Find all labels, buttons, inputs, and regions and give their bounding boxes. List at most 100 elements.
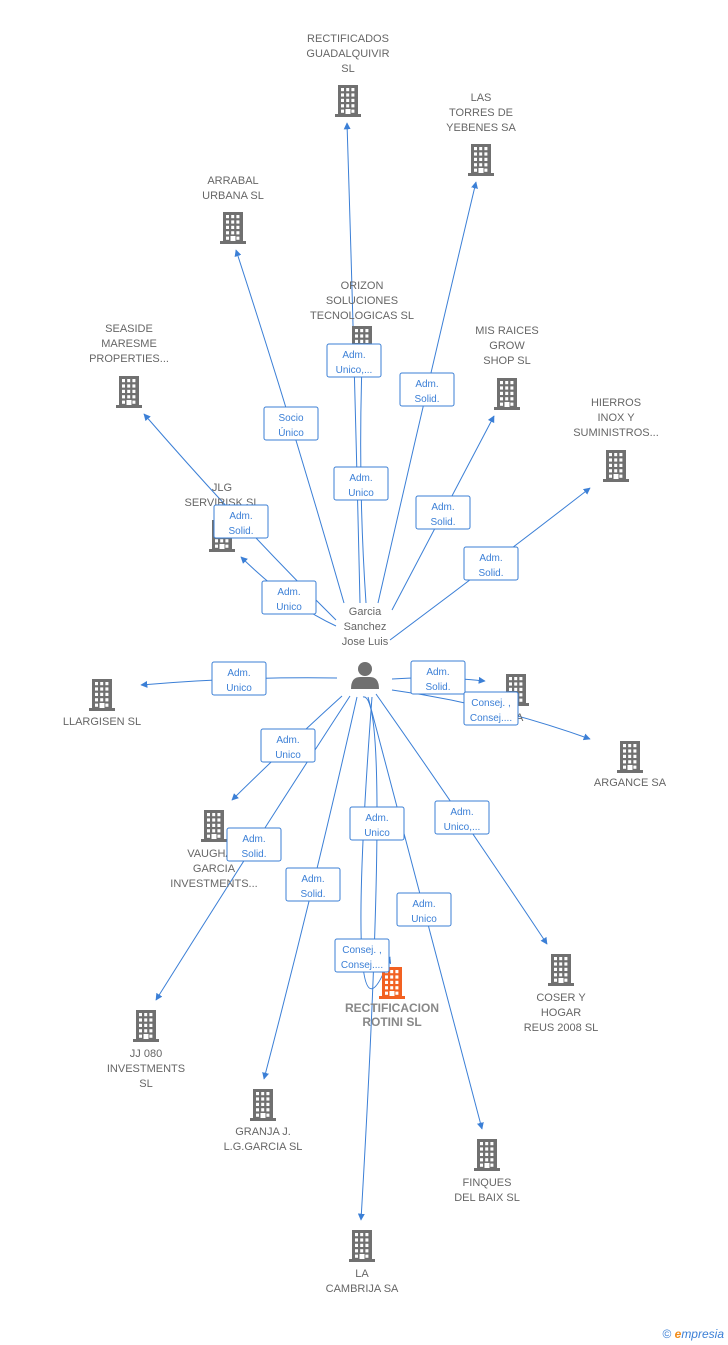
company-building-icon-n1[interactable] xyxy=(335,85,361,117)
relation-text-line: Adm. xyxy=(342,350,365,361)
relation-text: Adm. Unico,... xyxy=(336,350,373,376)
relation-text-line: Adm. xyxy=(227,668,250,679)
relation-text-line: Solid. xyxy=(300,889,325,900)
company-label-n2-line: LAS xyxy=(471,92,492,104)
company-label-n4-line: TECNOLOGICAS SL xyxy=(310,310,414,322)
relation-text-line: Solid. xyxy=(478,568,503,579)
company-label-n6-line: SEASIDE xyxy=(105,323,153,335)
relation-text-line: Adm. xyxy=(229,511,252,522)
company-label-n15-line: SL xyxy=(139,1078,152,1090)
relation-label-n5[interactable]: Adm.Solid. xyxy=(415,495,471,530)
relation-label-n10[interactable]: Adm.Solid. xyxy=(410,660,466,695)
relation-box xyxy=(399,372,455,407)
company-building-icon-n6[interactable] xyxy=(116,376,142,408)
person-name-line: Garcia xyxy=(349,606,382,618)
relation-label-n13[interactable]: Consej. ,Consej.... xyxy=(334,938,390,973)
copyright-icon: © xyxy=(662,1327,672,1341)
company-building-icon-n14[interactable] xyxy=(548,954,574,986)
relation-text: Adm.Solid. xyxy=(241,834,266,860)
company-label-n3-line: URBANA SL xyxy=(202,190,264,202)
relation-label-n9[interactable]: Adm.Unico xyxy=(211,661,267,696)
relation-text-line: Unico xyxy=(411,914,437,925)
relation-label-n7[interactable]: Adm.Solid. xyxy=(463,546,519,581)
relation-label-n16[interactable]: Adm. Solid. xyxy=(285,867,341,902)
company-label-n1-line: GUADALQUIVIR xyxy=(306,48,389,60)
company-building-icon-n15[interactable] xyxy=(133,1010,159,1042)
company-building-icon-n16[interactable] xyxy=(250,1089,276,1121)
company-building-icon-n3[interactable] xyxy=(220,212,246,244)
relation-text-line: Adm. xyxy=(242,834,265,845)
company-building-icon-n7[interactable] xyxy=(603,450,629,482)
relation-label-n1[interactable]: Adm. Unico,... xyxy=(326,343,382,378)
relation-box xyxy=(410,660,466,695)
relation-text-line: Adm. xyxy=(426,667,449,678)
relation-label-n2[interactable]: Adm.Solid. xyxy=(399,372,455,407)
relation-text-line: Unico,... xyxy=(336,365,373,376)
relation-label-n6[interactable]: Adm.Solid. xyxy=(213,504,269,539)
company-label-n5-line: GROW xyxy=(489,340,525,352)
company-building-icon-n18[interactable] xyxy=(349,1230,375,1262)
relation-text: Adm.Solid. xyxy=(478,553,503,579)
company-building-icon-n9[interactable] xyxy=(89,679,115,711)
relation-text-line: Adm. xyxy=(301,874,324,885)
company-building-icon-n17[interactable] xyxy=(474,1139,500,1171)
relation-label-n17[interactable]: Adm.Unico xyxy=(396,892,452,927)
relation-label-n15[interactable]: Adm.Solid. xyxy=(226,827,282,862)
company-label-n6-line: PROPERTIES... xyxy=(89,353,169,365)
relation-box xyxy=(415,495,471,530)
relation-box xyxy=(226,827,282,862)
relation-label-n12[interactable]: Adm.Unico xyxy=(260,728,316,763)
relation-text: Adm.Unico xyxy=(226,668,252,694)
company-label-n2-line: TORRES DE xyxy=(449,107,513,119)
relation-text-line: Solid. xyxy=(430,517,455,528)
company-label-n3-line: ARRABAL xyxy=(207,175,258,187)
relation-text-line: Unico xyxy=(275,750,301,761)
company-building-icon-n11[interactable] xyxy=(617,741,643,773)
relation-box xyxy=(463,546,519,581)
company-label-n8-line: JLG xyxy=(212,482,232,494)
relation-box xyxy=(333,466,389,501)
relation-text: Adm.Unico xyxy=(348,473,374,499)
company-label-n5-line: MIS RAICES xyxy=(475,325,539,337)
company-building-icon-n12[interactable] xyxy=(201,810,227,842)
company-label-n16: GRANJA J.L.G.GARCIA SL xyxy=(224,1126,303,1153)
relation-text: Consej. ,Consej.... xyxy=(341,945,383,971)
brand-footer[interactable]: © empresia xyxy=(662,1327,724,1341)
company-label-n12-line: INVESTMENTS... xyxy=(170,878,257,890)
brand-logo-e: e xyxy=(674,1327,682,1341)
relation-text: Adm.Solid. xyxy=(430,502,455,528)
relation-label-n18[interactable]: Adm.Unico xyxy=(349,806,405,841)
relation-text: Adm.Unico xyxy=(276,587,302,613)
relation-label-n11[interactable]: Consej. , Consej.... xyxy=(463,691,519,726)
brand-name: mpresia xyxy=(681,1327,724,1341)
relation-label-n14[interactable]: Adm. Unico,... xyxy=(434,800,490,835)
relation-text-line: Consej.... xyxy=(470,713,512,724)
relation-label-n8[interactable]: Adm.Unico xyxy=(261,580,317,615)
company-label-n17-line: FINQUES xyxy=(463,1177,512,1189)
relation-label-n4[interactable]: Adm.Unico xyxy=(333,466,389,501)
company-building-icon-n2[interactable] xyxy=(468,144,494,176)
relation-text-line: Adm. xyxy=(450,807,473,818)
company-label-n7-line: HIERROS xyxy=(591,397,641,409)
company-label-n16-line: L.G.GARCIA SL xyxy=(224,1141,303,1153)
relation-text-line: Unico,... xyxy=(444,822,481,833)
company-building-icon-n5[interactable] xyxy=(494,378,520,410)
company-label-n1-line: RECTIFICADOS xyxy=(307,33,389,45)
relation-box xyxy=(213,504,269,539)
relation-text-line: Solid. xyxy=(414,394,439,405)
relation-text: Adm. Unico,... xyxy=(444,807,481,833)
relation-box xyxy=(326,343,382,378)
company-label-n6-line: MARESME xyxy=(101,338,157,350)
relation-box xyxy=(285,867,341,902)
relation-text-line: Socio xyxy=(278,413,303,424)
relation-text-line: Consej. , xyxy=(471,698,510,709)
